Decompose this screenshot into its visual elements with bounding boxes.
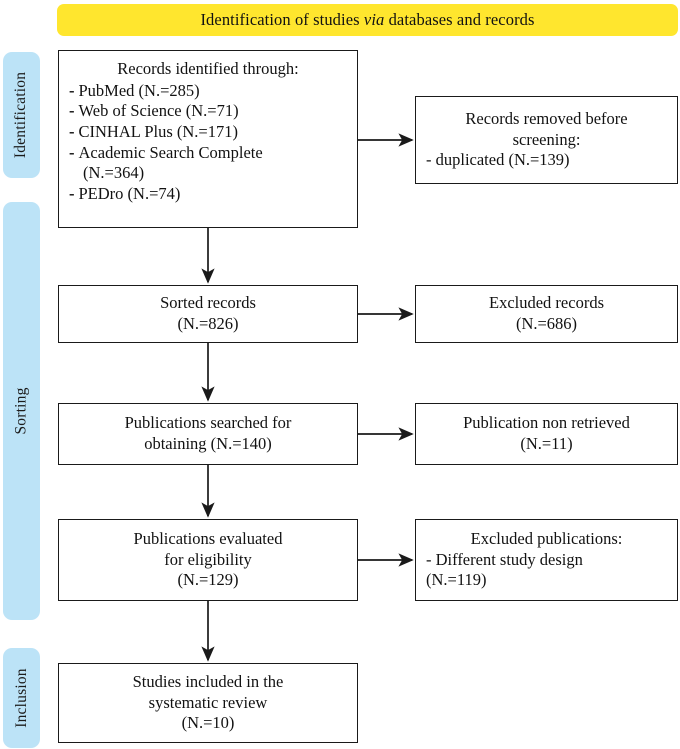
list-item: - CINHAL Plus (N.=171) xyxy=(69,122,347,143)
list-item: - PubMed (N.=285) xyxy=(69,81,347,102)
box-publications-evaluated: Publications evaluated for eligibility (… xyxy=(58,519,358,601)
box-publication-non-retrieved-count: (N.=11) xyxy=(520,434,573,453)
list-item: - Web of Science (N.=71) xyxy=(69,101,347,122)
stage-label-identification: Identification xyxy=(12,71,30,159)
list-item: - Academic Search Complete xyxy=(69,143,347,164)
box-studies-included-line2: systematic review xyxy=(148,692,268,712)
box-records-removed: Records removed before screening: - dupl… xyxy=(415,96,678,184)
list-item-label: PEDro (N.=74) xyxy=(78,184,181,204)
box-studies-included-count: (N.=10) xyxy=(181,713,235,733)
stage-band-sorting: Sorting xyxy=(3,202,40,620)
box-records-identified: Records identified through: - PubMed (N.… xyxy=(58,50,358,228)
box-excluded-records-count: (N.=686) xyxy=(515,314,578,333)
box-excluded-records-line1: Excluded records xyxy=(489,293,604,313)
banner-title-italic: via xyxy=(363,9,385,29)
box-sorted-records-count: (N.=826) xyxy=(177,314,239,333)
box-sorted-records-line1: Sorted records xyxy=(160,293,256,313)
box-records-removed-line3: - duplicated (N.=139) xyxy=(426,150,570,170)
box-sorted-records: Sorted records (N.=826) xyxy=(58,285,358,343)
bullet-dash: - xyxy=(69,101,75,121)
bullet-dash: - xyxy=(69,142,75,162)
bullet-dash: - xyxy=(69,122,75,142)
list-item-continuation: (N.=364) xyxy=(83,163,145,183)
stage-band-identification: Identification xyxy=(3,52,40,178)
box-records-removed-line2: screening: xyxy=(512,129,581,149)
box-publications-searched: Publications searched for obtaining (N.=… xyxy=(58,403,358,465)
list-item-label: PubMed (N.=285) xyxy=(78,80,200,100)
stage-label-sorting: Sorting xyxy=(12,387,30,435)
box-excluded-publications-count: (N.=119) xyxy=(426,570,487,590)
box-studies-included-line1: Studies included in the xyxy=(132,671,284,691)
box-excluded-publications: Excluded publications: - Different study… xyxy=(415,519,678,601)
box-publications-evaluated-line1: Publications evaluated xyxy=(133,528,283,548)
banner-title-part1: Identification of studies xyxy=(200,9,364,29)
box-studies-included: Studies included in the systematic revie… xyxy=(58,663,358,743)
list-item: - PEDro (N.=74) xyxy=(69,184,347,205)
bullet-dash: - xyxy=(69,80,75,100)
box-publications-searched-line2: obtaining (N.=140) xyxy=(144,434,272,453)
box-records-identified-heading: Records identified through: xyxy=(117,59,299,78)
banner-title-part2: databases and records xyxy=(384,9,535,29)
stage-band-inclusion: Inclusion xyxy=(3,648,40,748)
box-publication-non-retrieved: Publication non retrieved (N.=11) xyxy=(415,403,678,465)
banner-title: Identification of studies via databases … xyxy=(200,9,535,29)
box-records-removed-line1: Records removed before xyxy=(465,109,628,129)
box-publication-non-retrieved-line1: Publication non retrieved xyxy=(463,413,630,433)
list-item-label: CINHAL Plus (N.=171) xyxy=(78,122,238,142)
box-excluded-publications-line2: - Different study design xyxy=(426,549,583,569)
list-item-label: Academic Search Complete xyxy=(78,142,263,162)
box-publications-evaluated-line2: for eligibility xyxy=(164,549,252,569)
bullet-dash: - xyxy=(69,184,75,204)
box-excluded-publications-line1: Excluded publications: xyxy=(470,528,623,548)
box-excluded-records: Excluded records (N.=686) xyxy=(415,285,678,343)
list-item-label: Web of Science (N.=71) xyxy=(78,101,239,121)
section-banner-identification: Identification of studies via databases … xyxy=(57,4,678,36)
box-publications-searched-line1: Publications searched for xyxy=(124,413,292,433)
box-publications-evaluated-count: (N.=129) xyxy=(177,570,239,590)
stage-label-inclusion: Inclusion xyxy=(12,668,30,728)
